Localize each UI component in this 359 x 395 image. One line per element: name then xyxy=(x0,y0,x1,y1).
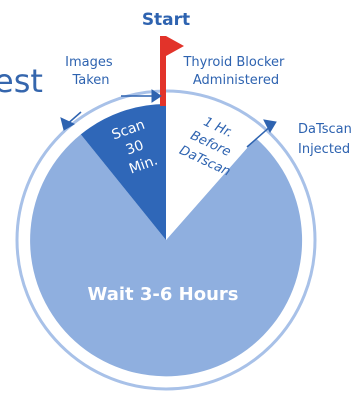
datscan-injected-label: DaTscan Injected xyxy=(298,122,356,157)
title-fragment: est xyxy=(0,62,43,100)
images-taken-label: Images Taken xyxy=(65,55,117,88)
wait-segment xyxy=(30,134,303,377)
arrowhead-icon xyxy=(60,89,277,148)
scan-segment xyxy=(80,104,166,240)
before-segment xyxy=(166,104,256,240)
wait-duration-label: Wait 3-6 Hours xyxy=(87,284,238,305)
start-flag-icon xyxy=(160,36,184,106)
thyroid-blocker-label: Thyroid Blocker Administered xyxy=(182,55,288,88)
start-label: Start xyxy=(142,10,190,30)
scan-duration-label: Scan 30 Min. xyxy=(110,115,165,179)
